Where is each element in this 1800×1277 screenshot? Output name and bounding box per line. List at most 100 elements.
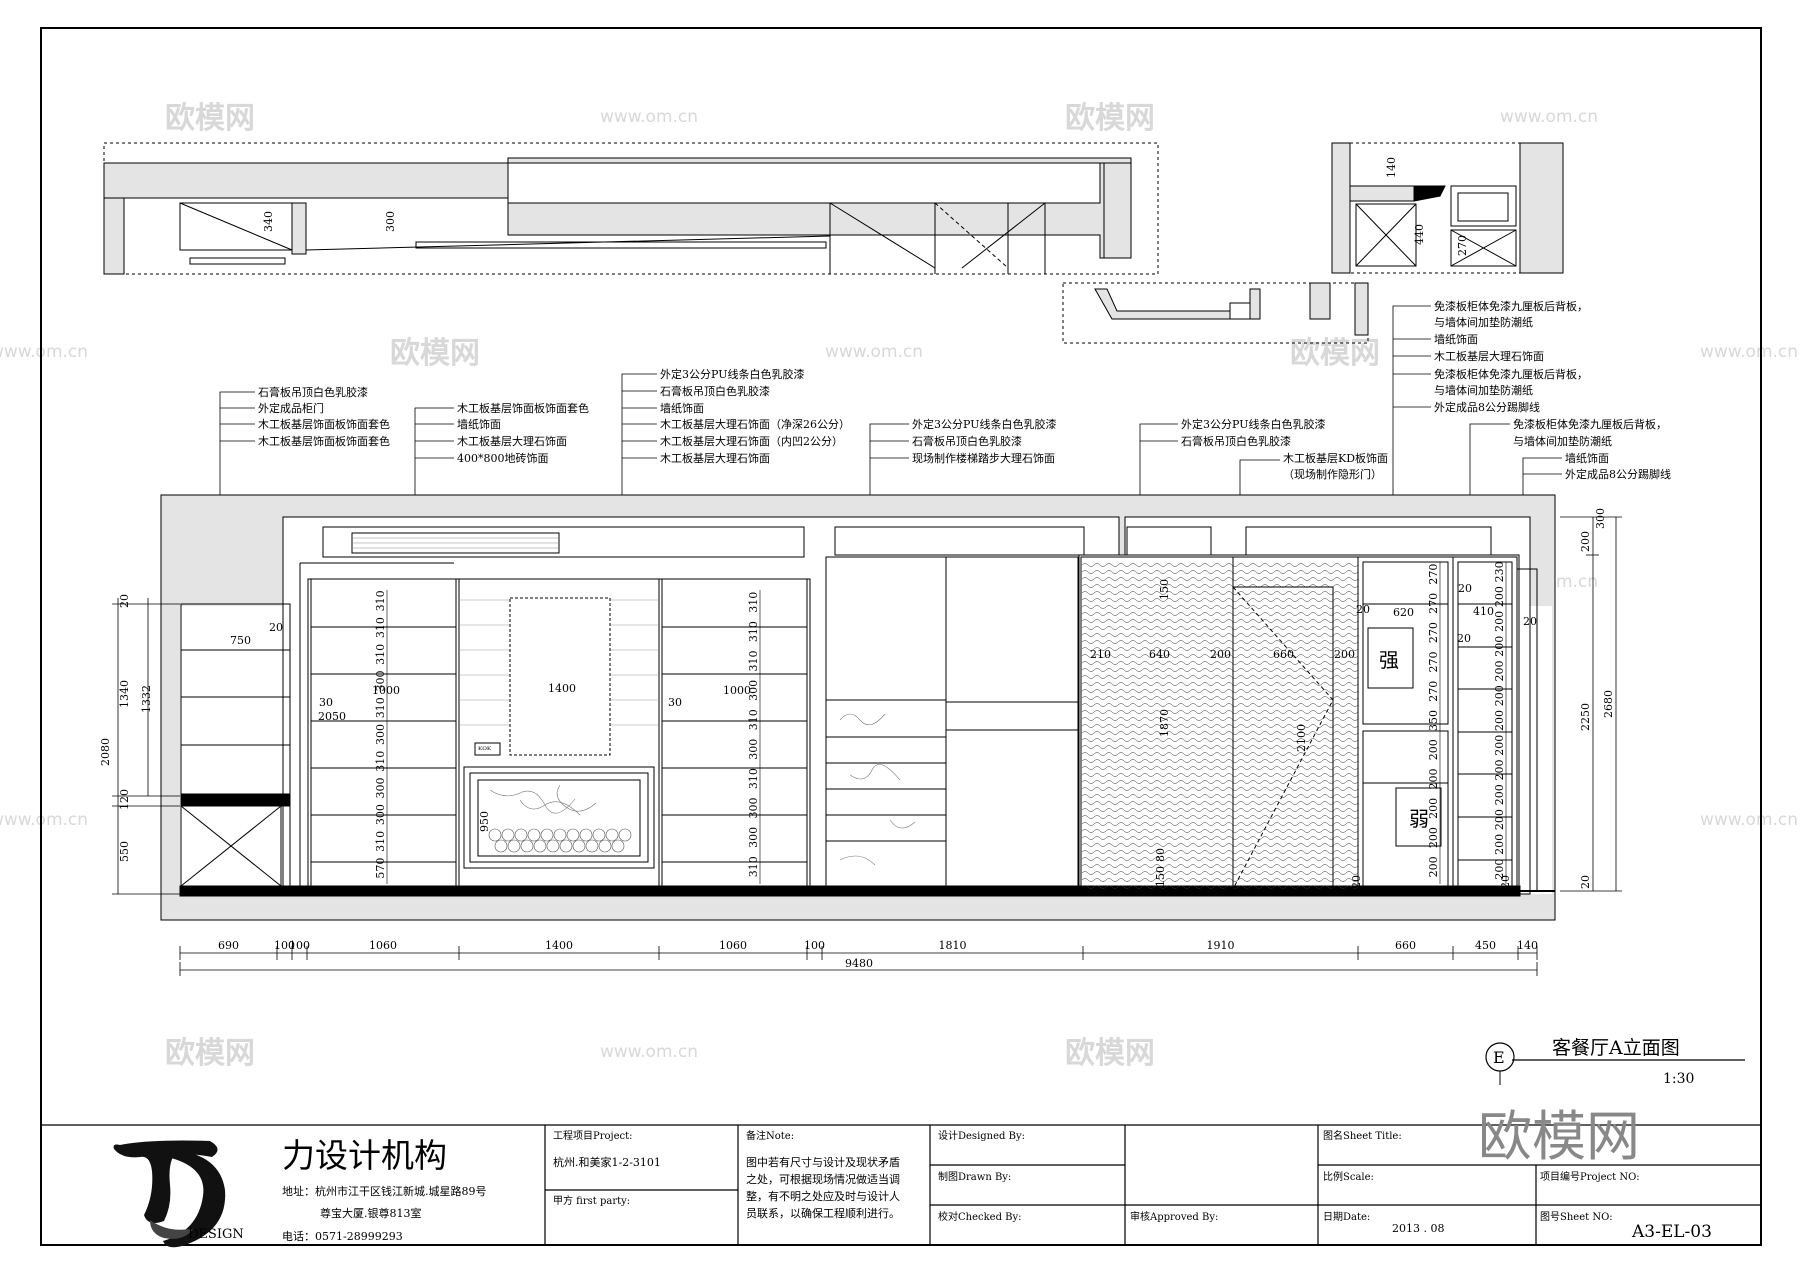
shelf-dim-label: 200 bbox=[1493, 859, 1506, 880]
wave-line bbox=[1081, 738, 1359, 742]
scale-label: 比例Scale: bbox=[1323, 1170, 1374, 1183]
right-dimension-lines bbox=[1560, 516, 1622, 892]
dim-chain-label: 100 bbox=[804, 939, 825, 952]
annotation-text: 石膏板吊顶白色乳胶漆 bbox=[1181, 434, 1291, 448]
company-address-1: 地址：杭州市江干区钱江新城.城星路89号 bbox=[282, 1184, 487, 1198]
wave-line bbox=[1081, 654, 1359, 658]
annotation-text: 木工板基层大理石饰面（净深26公分） bbox=[660, 417, 850, 431]
dim-chain-label: 690 bbox=[218, 939, 239, 952]
annotation-text: 木工板基层大理石饰面 bbox=[660, 451, 770, 465]
dim-text: 1000 bbox=[372, 684, 400, 697]
wave-line bbox=[1081, 857, 1359, 861]
left-dim: 120 bbox=[118, 789, 131, 810]
weak-current-box-label: 弱 bbox=[1409, 807, 1429, 831]
annotation-text: 墙纸饰面 bbox=[1565, 451, 1609, 465]
wave-pattern bbox=[1081, 563, 1359, 889]
dim-chain-label: 100 bbox=[289, 939, 310, 952]
logo-caption: DESIGN bbox=[188, 1227, 244, 1242]
annotation-text: 与墙体间加垫防潮纸 bbox=[1513, 434, 1612, 448]
shelf-dim-label: 200 bbox=[1493, 586, 1506, 607]
company-phone: 电话：0571-28999293 bbox=[282, 1230, 403, 1243]
shelf-dim-label: 200 bbox=[1493, 760, 1506, 781]
tv-socket-icon: ᴷᴼᴷ bbox=[478, 746, 492, 756]
annotation-text: 400*800地砖饰面 bbox=[457, 451, 549, 465]
shelf-dim-label: 310 bbox=[374, 697, 387, 718]
shelf-dim-label: 310 bbox=[374, 644, 387, 665]
annotation-group-5: 外定3公分PU线条白色乳胶漆 石膏板吊顶白色乳胶漆 木工板基层KD板饰面 （现场… bbox=[1181, 417, 1388, 481]
annotation-text: 石膏板吊顶白色乳胶漆 bbox=[912, 434, 1022, 448]
left-cabinet bbox=[180, 562, 454, 887]
shelf-dim-label: 310 bbox=[747, 592, 760, 613]
wave-line bbox=[1081, 836, 1359, 840]
plan-dim: 140 bbox=[1385, 157, 1398, 178]
wave-line bbox=[1081, 717, 1359, 721]
wave-line bbox=[1081, 689, 1359, 693]
watermark-url: www.om.cn bbox=[0, 810, 88, 830]
shelf-dim-label: 270 bbox=[1427, 564, 1440, 585]
stair-marble-veining bbox=[839, 713, 916, 866]
wave-line bbox=[1081, 801, 1359, 805]
wave-line bbox=[1081, 696, 1359, 700]
watermark-url: www.om.cn bbox=[825, 342, 923, 362]
wave-line bbox=[1081, 815, 1359, 819]
watermark-url: www.om.cn bbox=[1700, 342, 1798, 362]
shelf-dim-label: 200 bbox=[1493, 685, 1506, 706]
dim-chain-label: 1810 bbox=[939, 939, 967, 952]
wave-line bbox=[1081, 570, 1359, 574]
shelf-dim-label: 310 bbox=[374, 590, 387, 611]
plan-section-right bbox=[1062, 142, 1564, 344]
plan-dim: 340 bbox=[262, 211, 275, 232]
annotation-text: 木工板基层大理石饰面（内凹2公分） bbox=[660, 434, 843, 448]
annotation-text: 木工板基层饰面板饰面套色 bbox=[457, 401, 589, 415]
dim-chain-label: 100 bbox=[274, 939, 295, 952]
dim-text: 20 bbox=[269, 621, 283, 634]
wave-line bbox=[1081, 780, 1359, 784]
wave-line bbox=[1081, 745, 1359, 749]
annotation-group-3: 外定3公分PU线条白色乳胶漆 石膏板吊顶白色乳胶漆 墙纸饰面 木工板基层大理石饰… bbox=[660, 367, 850, 465]
dim-text: 2050 bbox=[318, 710, 346, 723]
drawing-scale: 1:30 bbox=[1663, 1071, 1694, 1087]
party-label: 甲方 first party: bbox=[553, 1194, 630, 1207]
annotation-group-4: 外定3公分PU线条白色乳胶漆 石膏板吊顶白色乳胶漆 现场制作楼梯踏步大理石饰面 bbox=[912, 417, 1056, 465]
annotation-text: 免漆板柜体免漆九厘板后背板， bbox=[1434, 299, 1588, 313]
shelf-dim-label: 300 bbox=[374, 804, 387, 825]
wave-line bbox=[1081, 661, 1359, 665]
dim-text: 80 bbox=[1154, 848, 1167, 862]
left-dim: 1332 bbox=[140, 685, 153, 713]
wave-line bbox=[1081, 850, 1359, 854]
watermark-brand: 欧模网 bbox=[390, 336, 480, 371]
watermark-url: www.om.cn bbox=[1700, 810, 1798, 830]
left-dim: 20 bbox=[118, 594, 131, 608]
note-line: 整，有不明之处应及时与设计人 bbox=[746, 1189, 900, 1203]
stair-section bbox=[825, 556, 1079, 887]
shelf-dim-label: 350 bbox=[1427, 710, 1440, 731]
wave-line bbox=[1081, 633, 1359, 637]
annotation-text: 墙纸饰面 bbox=[660, 401, 704, 415]
marble-veining bbox=[489, 784, 597, 816]
sheet-no-label: 图号Sheet NO: bbox=[1540, 1211, 1613, 1223]
shelf-dim-label: 270 bbox=[1427, 651, 1440, 672]
annotation-text: 外定3公分PU线条白色乳胶漆 bbox=[912, 417, 1056, 431]
wave-line bbox=[1081, 668, 1359, 672]
sheet-no-value: A3-EL-03 bbox=[1631, 1222, 1712, 1242]
dim-text: 150 bbox=[1158, 579, 1171, 600]
company-logo bbox=[113, 1140, 226, 1248]
drawing-title: 客餐厅A立面图 bbox=[1552, 1037, 1680, 1059]
shelf-dims: 3103103103003103003103003003105703103103… bbox=[374, 561, 1507, 884]
tv-wall bbox=[458, 578, 660, 887]
annotation-group-2: 木工板基层饰面板饰面套色 墙纸饰面 木工板基层大理石饰面 400*800地砖饰面 bbox=[457, 401, 589, 465]
wave-line bbox=[1081, 724, 1359, 728]
project-value: 杭州.和美家1-2-3101 bbox=[553, 1155, 661, 1169]
dim-chain-label: 1400 bbox=[545, 939, 573, 952]
annotation-text: （现场制作隐形门） bbox=[1283, 467, 1382, 481]
shelf-dim-label: 300 bbox=[374, 724, 387, 745]
shelf-dim-label: 270 bbox=[1427, 681, 1440, 702]
designed-label: 设计Designed By: bbox=[938, 1129, 1025, 1142]
note-line: 之处，可根据现场情况做适当调 bbox=[746, 1172, 900, 1186]
wave-line bbox=[1081, 829, 1359, 833]
shelf-dim-label: 270 bbox=[1427, 622, 1440, 643]
right-dim: 2250 bbox=[1579, 703, 1592, 731]
dim-chain-label: 1060 bbox=[369, 939, 397, 952]
kd-panel-wall bbox=[1080, 556, 1359, 892]
dim-text: 410 bbox=[1473, 605, 1494, 618]
